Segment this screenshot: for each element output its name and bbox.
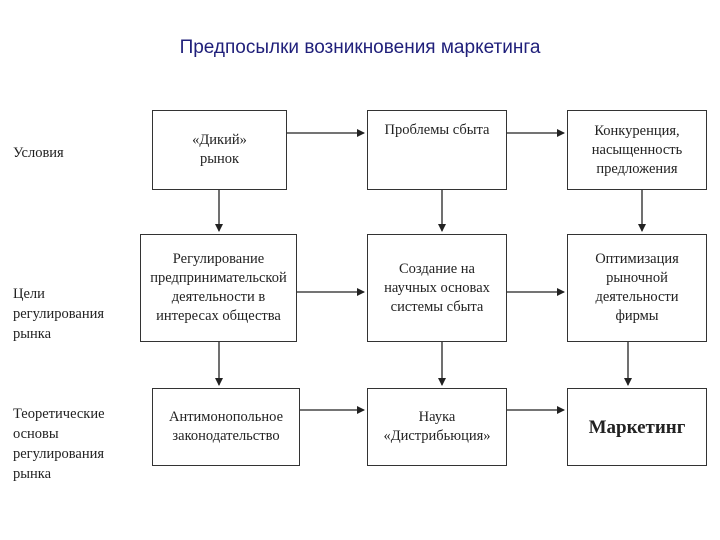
row-label-theory: Теоретические основы регулирования рынка (13, 404, 138, 484)
box-distribution-science: Наука «Дистрибьюция» (367, 388, 507, 466)
box-text: Наука «Дистрибьюция» (383, 409, 491, 444)
box-antimonopoly: Антимонопольное законодательство (152, 388, 300, 466)
row-label-text: Условия (13, 145, 64, 161)
row-label-conditions: Условия (13, 143, 138, 163)
box-text: Оптимизация рыночной деятельности фирмы (595, 251, 679, 324)
box-marketing: Маркетинг (567, 388, 707, 466)
row-label-text: Цели регулирования рынка (13, 286, 105, 342)
box-text: Антимонопольное законодательство (168, 409, 284, 444)
box-sales-problems: Проблемы сбыта (367, 110, 507, 190)
diagram-title: Предпосылки возникновения маркетинга (179, 37, 541, 58)
box-text: Проблемы сбыта (384, 122, 490, 138)
box-text: Регулирование предпринимательской деятел… (150, 251, 287, 324)
box-scientific-sales: Создание на научных основах системы сбыт… (367, 234, 507, 342)
box-text: Создание на научных основах системы сбыт… (384, 260, 490, 315)
box-optimization: Оптимизация рыночной деятельности фирмы (567, 234, 707, 342)
box-text: «Дикий» рынок (192, 132, 247, 167)
box-competition: Конкуренция, насыщенность предложения (567, 110, 707, 190)
row-label-text: Теоретические основы регулирования рынка (13, 406, 105, 482)
box-text: Конкуренция, насыщенность предложения (591, 122, 683, 177)
box-wild-market: «Дикий» рынок (152, 110, 287, 190)
box-regulation: Регулирование предпринимательской деятел… (140, 234, 297, 342)
box-text: Маркетинг (588, 416, 686, 438)
row-label-goals: Цели регулирования рынка (13, 284, 138, 344)
